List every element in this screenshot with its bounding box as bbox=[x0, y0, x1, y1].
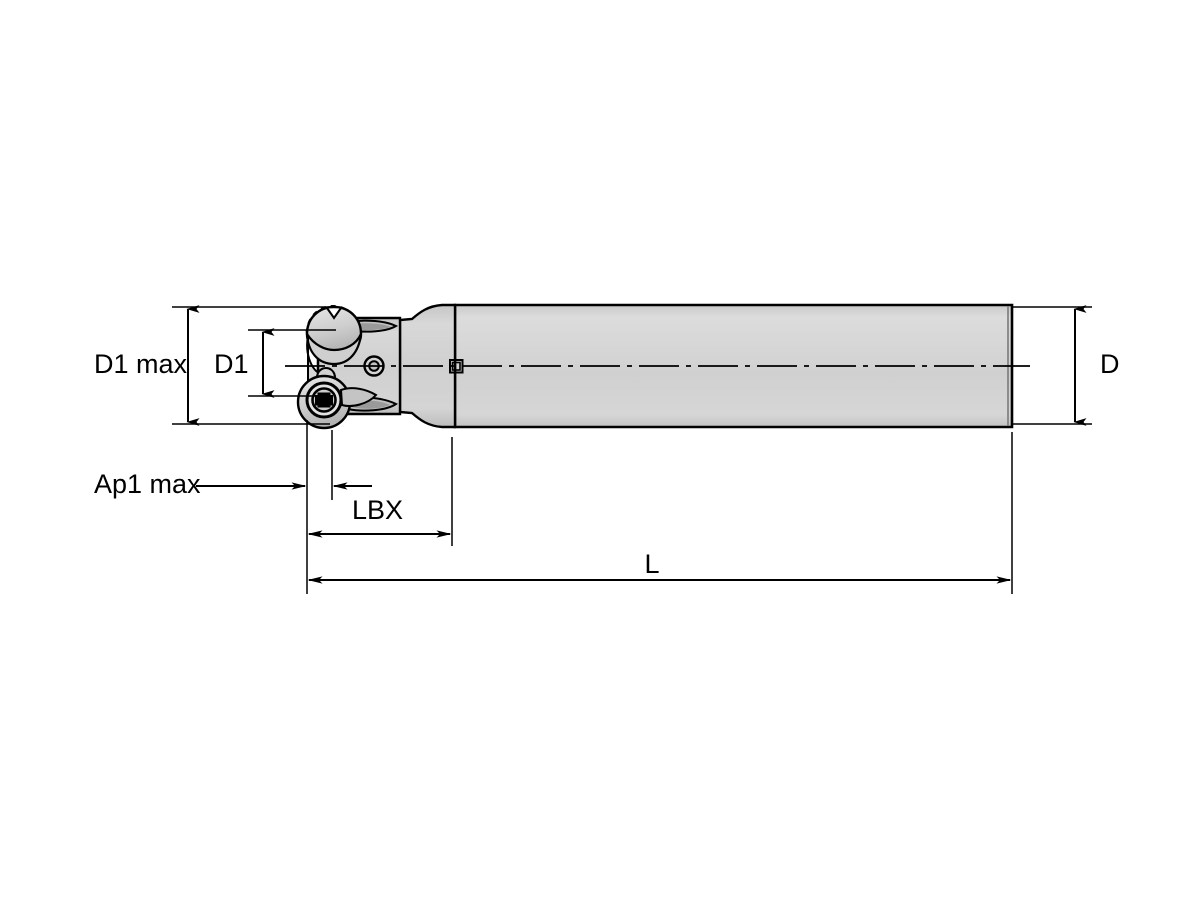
insert-upper-land bbox=[305, 329, 363, 366]
label-d1: D1 bbox=[214, 349, 249, 379]
label-l: L bbox=[644, 549, 659, 579]
insert-lower-group bbox=[296, 366, 378, 430]
dimension-labels-group: D1 max D1 D Ap1 max LBX L bbox=[94, 349, 1120, 579]
label-lbx: LBX bbox=[352, 495, 403, 525]
label-d1-max: D1 max bbox=[94, 349, 188, 379]
chip-flute-upper-shadow bbox=[352, 323, 391, 331]
insert-lower-clamp bbox=[339, 387, 378, 407]
dimension-arrows-group bbox=[186, 305, 1087, 584]
insert-lower-riser-hidden bbox=[316, 366, 336, 379]
label-d: D bbox=[1100, 349, 1120, 379]
label-ap1-max: Ap1 max bbox=[94, 469, 201, 499]
torx-socket-icon bbox=[315, 392, 333, 408]
